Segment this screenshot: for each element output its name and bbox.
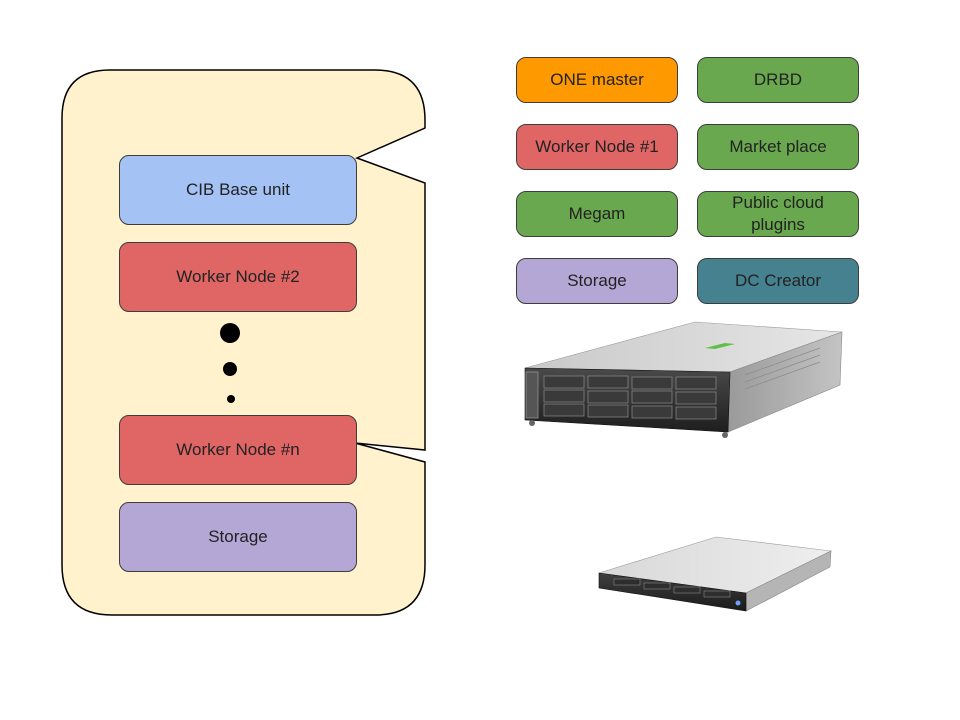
storage-stack-box[interactable]: Storage <box>119 502 357 572</box>
legend-market-place-label: Market place <box>729 137 827 156</box>
legend-drbd[interactable]: DRBD <box>697 57 859 103</box>
legend-one-master-label: ONE master <box>550 70 644 89</box>
ellipsis-dot-medium <box>223 362 237 376</box>
cib-base-unit-label: CIB Base unit <box>186 180 290 199</box>
legend-storage-label: Storage <box>567 271 627 290</box>
legend-public-cloud-plugins[interactable]: Public cloud plugins <box>697 191 859 237</box>
worker-node-2-box[interactable]: Worker Node #2 <box>119 242 357 312</box>
legend-megam-label: Megam <box>568 204 626 223</box>
legend-dc-creator-label: DC Creator <box>735 271 821 290</box>
server-small-image <box>596 533 836 613</box>
legend-drbd-label: DRBD <box>753 70 803 89</box>
worker-node-2-label: Worker Node #2 <box>176 267 300 286</box>
legend-worker-node-1-label: Worker Node #1 <box>535 137 659 156</box>
ellipsis-dot-large <box>220 323 240 343</box>
legend-dc-creator[interactable]: DC Creator <box>697 258 859 304</box>
legend-megam[interactable]: Megam <box>516 191 678 237</box>
worker-node-n-label: Worker Node #n <box>176 440 300 459</box>
cib-base-unit-box[interactable]: CIB Base unit <box>119 155 357 225</box>
ellipsis-dot-small <box>227 395 235 403</box>
worker-node-n-box[interactable]: Worker Node #n <box>119 415 357 485</box>
server-large-image <box>520 320 850 445</box>
storage-stack-label: Storage <box>208 527 268 546</box>
legend-one-master[interactable]: ONE master <box>516 57 678 103</box>
legend-market-place[interactable]: Market place <box>697 124 859 170</box>
legend-storage[interactable]: Storage <box>516 258 678 304</box>
legend-worker-node-1[interactable]: Worker Node #1 <box>516 124 678 170</box>
legend-public-cloud-plugins-label: Public cloud plugins <box>732 193 824 234</box>
